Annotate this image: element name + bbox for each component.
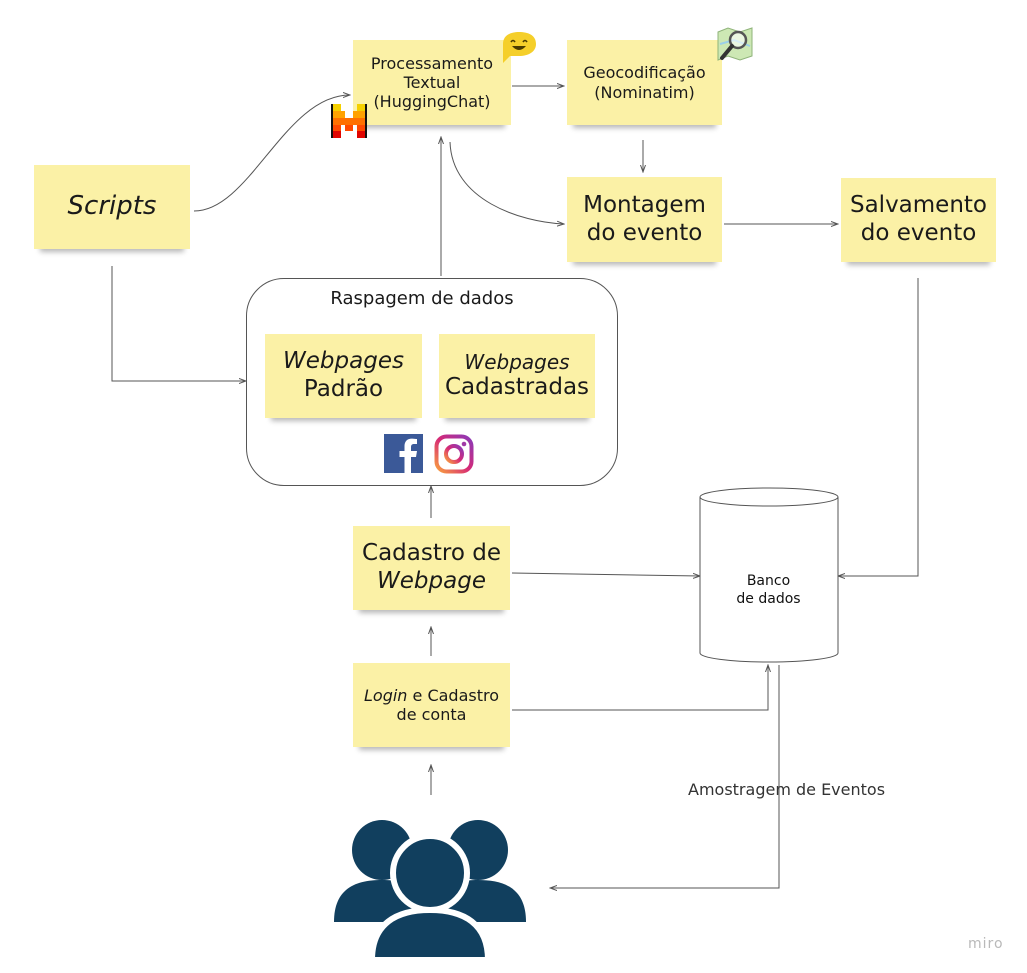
miro-watermark: miro — [968, 936, 1004, 952]
salvamento-line1: Salvamento — [849, 192, 987, 219]
cadastradas-line2: Cadastradas — [444, 374, 590, 401]
note-geocodificacao[interactable]: Geocodificação (Nominatim) — [567, 40, 722, 125]
note-montagem[interactable]: Montagem do evento — [567, 177, 722, 262]
padrao-line1: Webpages — [283, 348, 404, 375]
note-webpages-cadastradas[interactable]: Webpages Cadastradas — [439, 334, 595, 418]
edge-scripts-to-processamento — [193, 95, 350, 212]
scripts-label: Scripts — [67, 191, 157, 222]
geocodificacao-line2: (Nominatim) — [594, 82, 695, 102]
edge-login-to-banco — [512, 665, 768, 711]
hugging-face-emoji-icon — [503, 32, 536, 63]
cadastradas-line1: Webpages — [464, 350, 570, 375]
cadastro-line1: Cadastro de — [362, 540, 501, 567]
processamento-line3: (HuggingChat) — [373, 92, 491, 112]
instagram-icon — [434, 434, 474, 474]
note-scripts[interactable]: Scripts — [34, 165, 190, 249]
edge-processamento-to-montagem — [449, 141, 564, 224]
edge-banco-to-users — [550, 665, 780, 888]
mistral-logo-icon — [331, 104, 367, 138]
geocodificacao-line1: Geocodificação — [583, 63, 706, 83]
edge-scripts-to-raspagem — [111, 266, 246, 381]
salvamento-line2: do evento — [860, 220, 977, 246]
banco-line2: de dados — [736, 591, 801, 608]
facebook-icon — [384, 434, 423, 473]
processamento-line2: Textual — [403, 72, 461, 92]
database-cylinder-icon — [699, 487, 839, 663]
login-line1: Login e Cadastro — [364, 686, 499, 705]
banco-label: Banco de dados — [700, 572, 837, 608]
montagem-line2: do evento — [586, 219, 703, 246]
montagem-line1: Montagem — [583, 191, 706, 218]
note-webpages-padrao[interactable]: Webpages Padrão — [265, 334, 422, 418]
edge-cadastro-to-banco — [511, 572, 700, 576]
note-salvamento[interactable]: Salvamento do evento — [841, 178, 996, 262]
edge-label-amostragem: Amostragem de Eventos — [688, 780, 886, 799]
cadastro-line2: Webpage — [377, 568, 486, 594]
note-cadastro-webpage[interactable]: Cadastro de Webpage — [353, 526, 510, 610]
users-group-icon — [334, 820, 526, 960]
login-word: Login — [363, 685, 408, 705]
login-rest: e Cadastro — [407, 685, 500, 705]
note-login-cadastro[interactable]: Login e Cadastro de conta — [353, 663, 510, 747]
note-processamento[interactable]: Processamento Textual (HuggingChat) — [353, 40, 511, 125]
padrao-line2: Padrão — [303, 376, 384, 402]
edge-salvamento-to-banco — [838, 278, 919, 576]
login-line2: de conta — [396, 705, 467, 724]
banco-line1: Banco — [746, 573, 791, 589]
raspagem-title: Raspagem de dados — [330, 288, 514, 309]
processamento-line1: Processamento — [370, 53, 494, 73]
openstreetmap-search-icon — [717, 27, 753, 61]
